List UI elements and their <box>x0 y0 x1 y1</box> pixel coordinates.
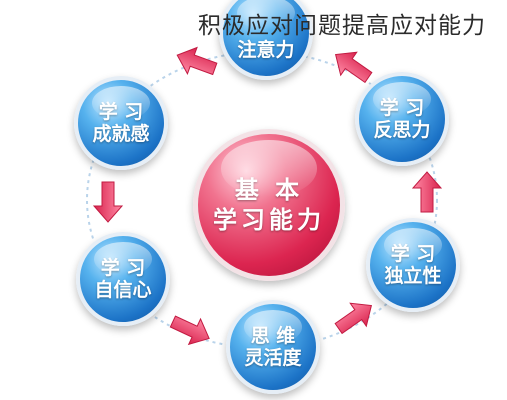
arrow-achievement-to-confidence <box>92 181 124 223</box>
node-achievement: 学 习 成就感 <box>74 76 168 170</box>
node-confidence-line2: 自信心 <box>94 279 152 301</box>
node-confidence: 学 习 自信心 <box>76 232 170 326</box>
arrow-confidence-to-thinking <box>169 315 210 346</box>
diagram-title: 积极应对问题提高应对能力 <box>198 13 486 39</box>
node-reflection-line2: 反思力 <box>373 119 431 141</box>
center-label-line1: 基 本 <box>234 176 304 204</box>
node-independence-line2: 独立性 <box>384 265 442 287</box>
center-label-line2: 学习能力 <box>213 206 325 234</box>
node-thinking-line1: 思 维 <box>250 325 296 347</box>
node-independence-line1: 学 习 <box>390 243 436 265</box>
arrow-attention-to-achievement <box>176 46 218 76</box>
node-reflection: 学 习 反思力 <box>355 72 449 166</box>
arrow-independence-to-reflection <box>411 171 443 213</box>
node-achievement-line2: 成就感 <box>92 123 150 145</box>
node-thinking: 思 维 灵活度 <box>226 300 320 394</box>
node-confidence-line1: 学 习 <box>100 257 146 279</box>
center-node: 基 本 学习能力 <box>193 129 345 281</box>
node-thinking-line2: 灵活度 <box>244 347 302 369</box>
node-independence: 学 习 独立性 <box>366 218 460 312</box>
arrow-thinking-to-independence <box>334 302 373 335</box>
arrow-reflection-to-attention <box>334 51 373 84</box>
node-reflection-line1: 学 习 <box>379 97 425 119</box>
node-achievement-line1: 学 习 <box>98 101 144 123</box>
node-attention-label: 注意力 <box>237 39 295 61</box>
